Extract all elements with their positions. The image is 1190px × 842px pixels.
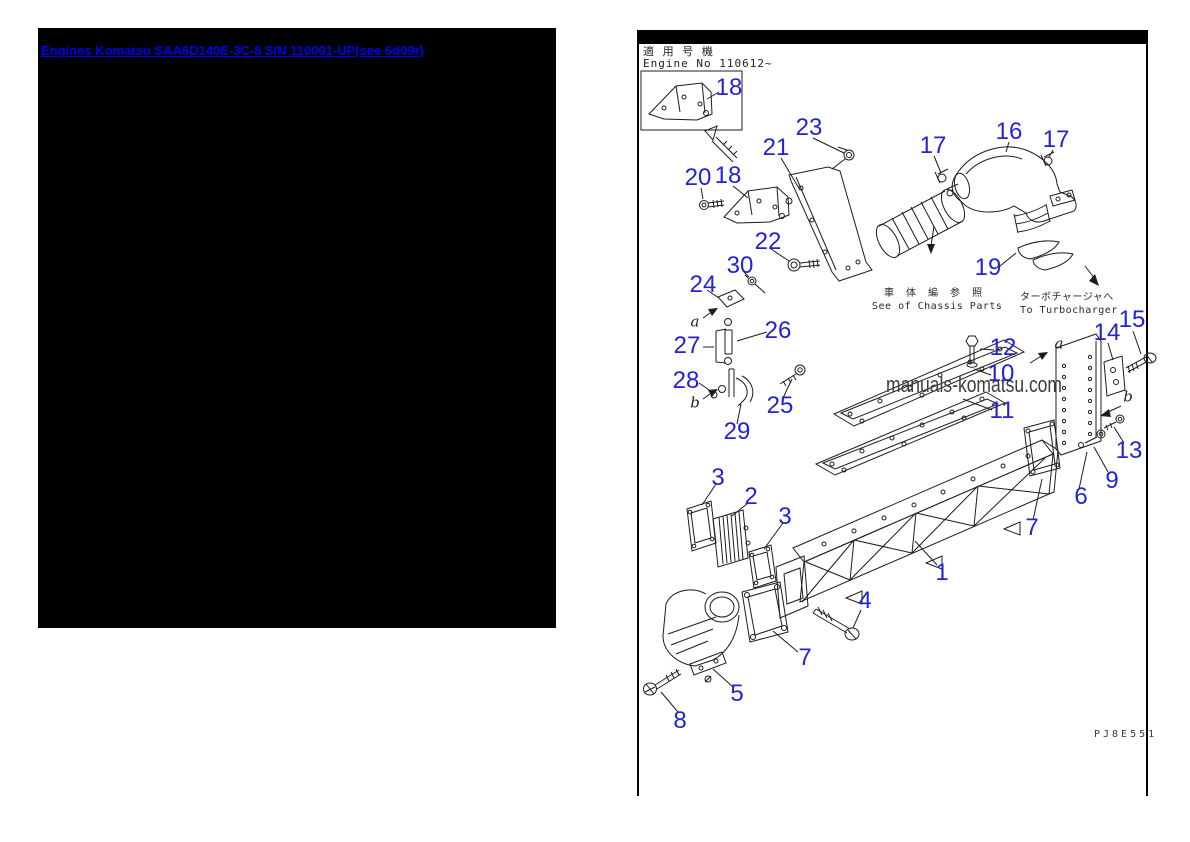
applicable-label-jp: 適 用 号 機 bbox=[643, 45, 714, 58]
part-callout-1: 1 bbox=[935, 559, 949, 586]
part-callout-8: 8 bbox=[673, 707, 687, 734]
part-callout-16: 16 bbox=[995, 118, 1023, 145]
part-callout-4: 4 bbox=[858, 587, 872, 614]
part-callout-14: 14 bbox=[1093, 319, 1121, 346]
part-callout-18: 18 bbox=[714, 162, 742, 189]
engine-no: Engine No 110612~ bbox=[643, 57, 773, 70]
part-callout-24: 24 bbox=[689, 271, 717, 298]
panel-top-bar bbox=[637, 30, 1148, 44]
part-callout-25: 25 bbox=[766, 392, 794, 419]
part-callout-17: 17 bbox=[919, 132, 947, 159]
view-letter-b: b bbox=[1123, 387, 1133, 406]
diagram-panel: 適 用 号 機 Engine No 110612~ bbox=[637, 30, 1148, 796]
view-letter-b: b bbox=[690, 393, 700, 412]
part-callout-19: 19 bbox=[974, 254, 1002, 281]
part-callout-13: 13 bbox=[1115, 437, 1143, 464]
part-callout-21: 21 bbox=[762, 134, 790, 161]
part-callout-28: 28 bbox=[672, 367, 700, 394]
part-callout-12: 12 bbox=[989, 334, 1017, 361]
part-callout-9: 9 bbox=[1105, 467, 1119, 494]
part-callout-20: 20 bbox=[684, 164, 712, 191]
part-callout-22: 22 bbox=[754, 228, 782, 255]
part-callout-10: 10 bbox=[987, 360, 1015, 387]
part-callout-3: 3 bbox=[778, 503, 792, 530]
part-callout-6: 6 bbox=[1074, 483, 1088, 510]
part-callout-23: 23 bbox=[795, 114, 823, 141]
part-callout-5: 5 bbox=[730, 680, 744, 707]
part-callout-17: 17 bbox=[1042, 126, 1070, 153]
thumbnail-panel: Engines Komatsu SAA6D140E-3C-8 S/N 11000… bbox=[38, 28, 556, 628]
part-callout-15: 15 bbox=[1118, 306, 1146, 333]
part-callout-29: 29 bbox=[723, 418, 751, 445]
part-callout-7: 7 bbox=[798, 644, 812, 671]
part-callout-2: 2 bbox=[744, 483, 758, 510]
part-callout-11: 11 bbox=[989, 397, 1015, 424]
part-callout-3: 3 bbox=[711, 464, 725, 491]
part-callout-7: 7 bbox=[1025, 514, 1039, 541]
applicable-engine-block: 適 用 号 機 Engine No 110612~ bbox=[643, 46, 773, 70]
part-callout-26: 26 bbox=[764, 317, 792, 344]
part-callout-18: 18 bbox=[715, 74, 743, 101]
part-callout-27: 27 bbox=[673, 332, 701, 359]
view-letter-a: a bbox=[690, 312, 700, 331]
part-callout-30: 30 bbox=[726, 252, 754, 279]
model-link[interactable]: Engines Komatsu SAA6D140E-3C-8 S/N 11000… bbox=[41, 43, 424, 58]
view-letter-a: a bbox=[1054, 334, 1064, 353]
